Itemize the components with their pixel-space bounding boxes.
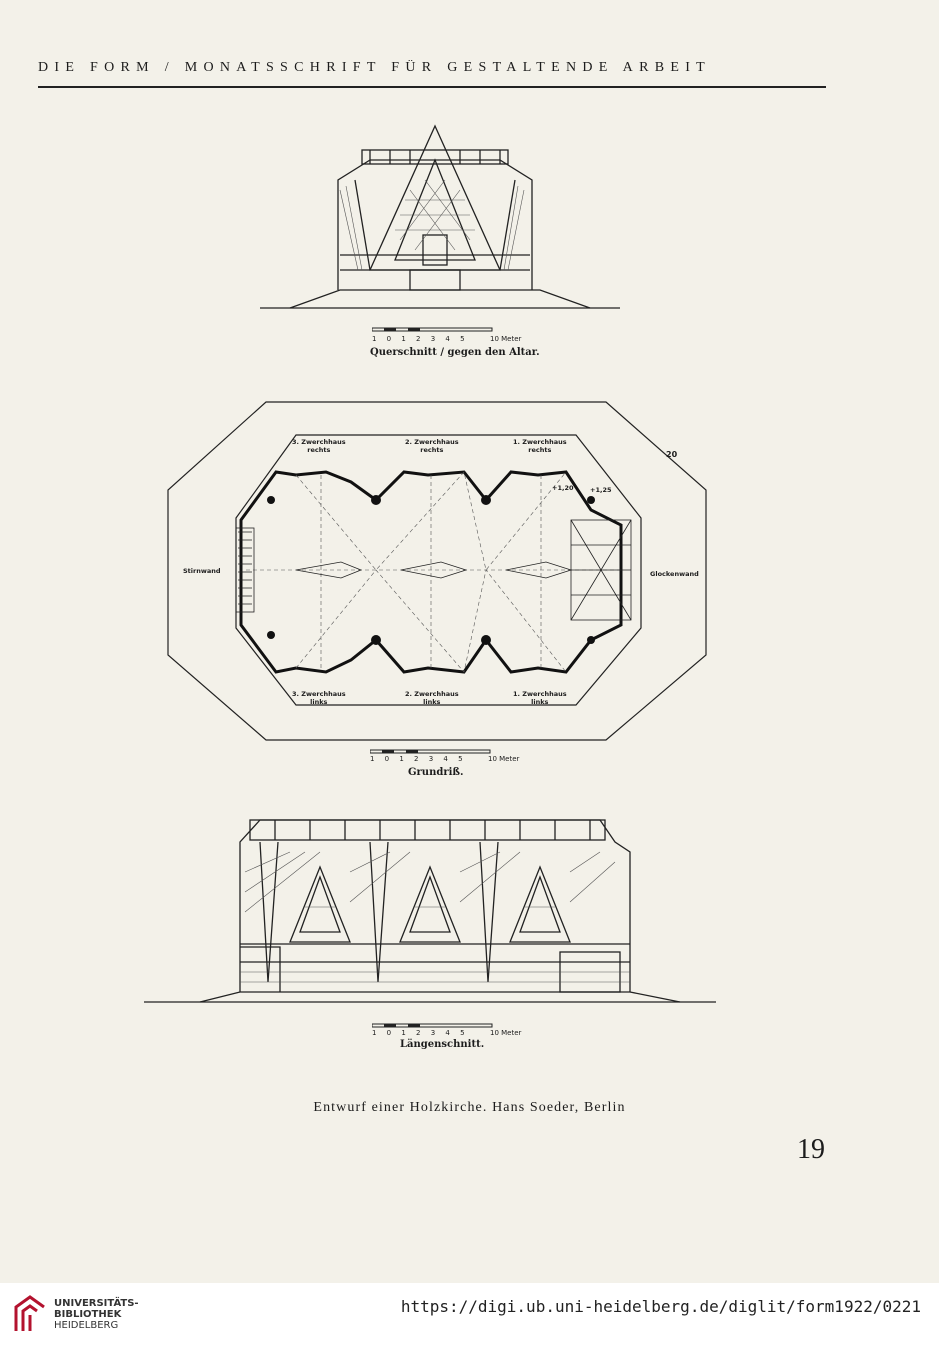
plan-level-2: +1,25 <box>590 486 612 494</box>
cross-section-scale-numbers: 1 0 1 2 3 4 5 <box>372 335 469 343</box>
plan-level-1: +1,20 <box>552 484 574 492</box>
plan-top-label-2: 2. Zwerchhaus rechts <box>405 438 459 454</box>
figure-caption: Entwurf einer Holzkirche. Hans Soeder, B… <box>313 1100 626 1115</box>
library-logo-text: UNIVERSITÄTS- BIBLIOTHEK HEIDELBERG <box>54 1298 139 1331</box>
floor-plan-drawing <box>167 401 707 741</box>
long-section-scale-bar <box>372 1023 493 1028</box>
plan-scale-bar <box>370 749 491 754</box>
plan-bottom-label-1: 1. Zwerchhaus links <box>513 690 567 706</box>
plan-top-label-1: 1. Zwerchhaus rechts <box>513 438 567 454</box>
page-number: 19 <box>797 1134 825 1165</box>
cross-section-scale-end: 10 Meter <box>490 335 522 343</box>
long-section-caption: Längenschnitt. <box>400 1039 485 1050</box>
logo-line-1: UNIVERSITÄTS- <box>54 1298 139 1309</box>
long-section-drawing <box>144 819 716 1003</box>
plan-right-label: Glockenwand <box>650 570 699 578</box>
logo-line-3: HEIDELBERG <box>54 1320 119 1331</box>
plan-top-label-3: 3. Zwerchhaus rechts <box>292 438 346 454</box>
plan-corner-number: 20 <box>666 450 678 459</box>
plan-left-label: Stirnwand <box>183 567 221 575</box>
source-url-link[interactable]: https://digi.ub.uni-heidelberg.de/diglit… <box>400 1297 921 1316</box>
footer-bar: UNIVERSITÄTS- BIBLIOTHEK HEIDELBERG http… <box>0 1283 939 1353</box>
logo-line-2: BIBLIOTHEK <box>54 1309 122 1320</box>
plan-scale-numbers: 1 0 1 2 3 4 5 <box>370 755 467 763</box>
cross-section-scale-bar <box>372 327 493 332</box>
header-rule <box>38 86 826 88</box>
long-section-scale-end: 10 Meter <box>490 1029 522 1037</box>
library-logo-icon <box>14 1295 45 1331</box>
plan-caption: Grundriß. <box>408 767 464 778</box>
plan-bottom-label-3: 3. Zwerchhaus links <box>292 690 346 706</box>
running-header: DIE FORM / MONATSSCHRIFT FÜR GESTALTENDE… <box>38 60 712 75</box>
plan-scale-end: 10 Meter <box>488 755 520 763</box>
long-section-scale-numbers: 1 0 1 2 3 4 5 <box>372 1029 469 1037</box>
cross-section-drawing <box>260 124 620 309</box>
plan-bottom-label-2: 2. Zwerchhaus links <box>405 690 459 706</box>
cross-section-caption: Querschnitt / gegen den Altar. <box>370 347 540 358</box>
